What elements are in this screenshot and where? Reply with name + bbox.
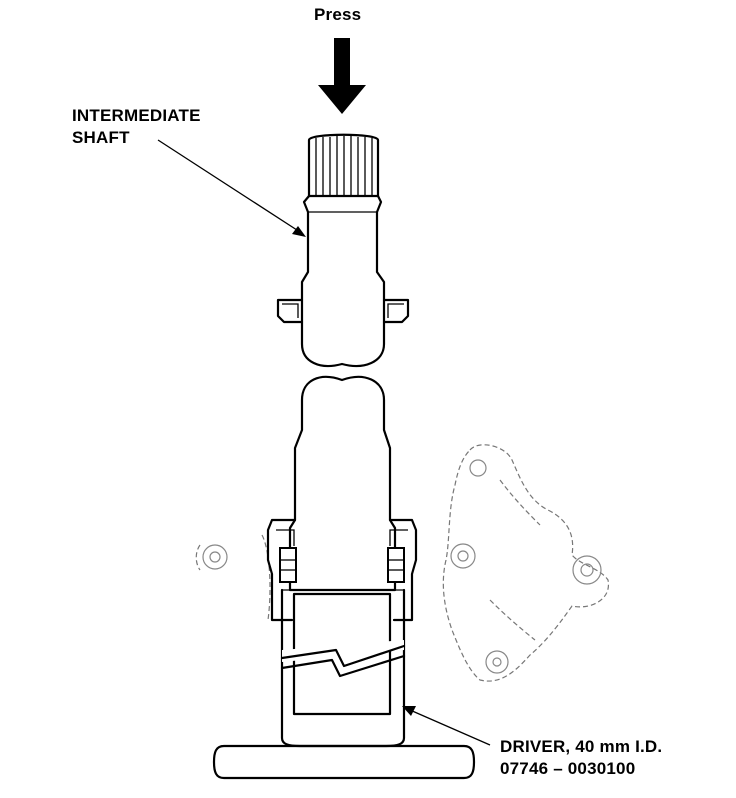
- intermediate-shaft-label: INTERMEDIATE SHAFT: [72, 105, 201, 149]
- break-symbol-icon: [280, 640, 406, 678]
- driver-tool: [280, 588, 406, 748]
- press-label: Press: [314, 5, 362, 24]
- press-arrow-icon: [318, 38, 366, 114]
- shaft-label-line1: INTERMEDIATE: [72, 106, 201, 125]
- press-base-plate: [212, 744, 476, 780]
- shaft-label-line2: SHAFT: [72, 128, 130, 147]
- intermediate-shaft: [276, 133, 410, 368]
- bearing-assembly: [266, 518, 418, 622]
- driver-label-line2: 07746 – 0030100: [500, 759, 636, 778]
- left-hub-outline: [195, 534, 271, 621]
- driver-label-line1: DRIVER, 40 mm I.D.: [500, 737, 663, 756]
- shaft-leader-line: [157, 139, 306, 237]
- shaft-lower-section: [288, 375, 397, 592]
- knuckle-outline: [442, 444, 609, 682]
- driver-leader-line: [402, 706, 491, 746]
- driver-label: DRIVER, 40 mm I.D. 07746 – 0030100: [500, 736, 662, 780]
